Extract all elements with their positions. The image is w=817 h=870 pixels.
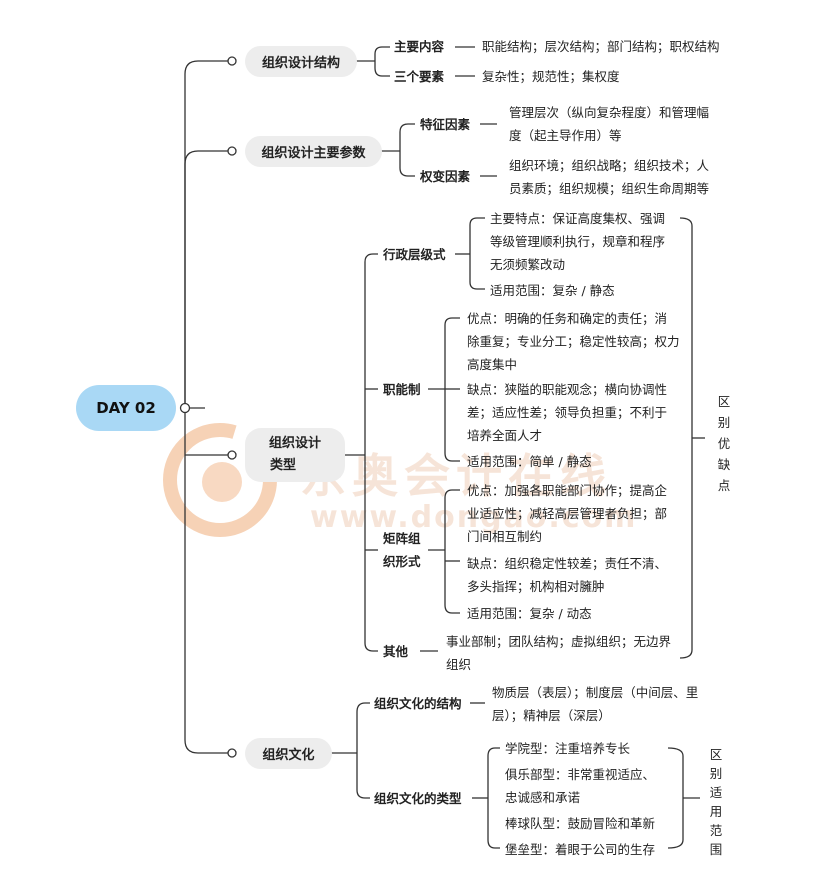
label-feature-factors: 特征因素 — [420, 117, 471, 132]
text-matrix-p3: 门间相互制约 — [467, 529, 543, 544]
node-org-culture[interactable]: 组织文化 — [245, 738, 332, 769]
text-feature-l1: 管理层次（纵向复杂程度）和管理幅 — [509, 105, 710, 120]
label-main-content: 主要内容 — [394, 39, 445, 54]
text-other-l1: 事业部制；团队结构；虚拟组织；无边界 — [446, 634, 672, 649]
text-admin-scope: 适用范围：复杂 / 静态 — [490, 283, 615, 298]
side-s3-3: 缺 — [717, 457, 731, 472]
text-main-content: 职能结构；层次结构；部门结构；职权结构 — [482, 39, 720, 54]
text-matrix-p1: 优点：加强各职能部门协作；提高企 — [467, 483, 668, 498]
text-admin-a3: 无须频繁改动 — [490, 257, 566, 272]
text-type-fortress: 堡垒型：着眼于公司的生存 — [505, 842, 656, 857]
text-func-p3: 高度集中 — [467, 357, 518, 372]
side-label-s4: 区 别 适 用 范 围 — [708, 745, 724, 859]
root-node[interactable]: DAY 02 — [76, 385, 176, 431]
text-feature-l2: 度（起主导作用）等 — [509, 128, 622, 143]
node-org-design-types-l1: 组织设计 — [268, 436, 321, 451]
label-matrix-l2: 织形式 — [383, 554, 421, 569]
text-matrix-p2: 业适应性；减轻高层管理者负担；部 — [467, 506, 668, 521]
side-s4-1: 别 — [709, 766, 723, 781]
text-culture-structure-l1: 物质层（表层）；制度层（中间层、里 — [492, 685, 699, 700]
text-func-n2: 差；适应性差；领导负担重；不利于 — [467, 405, 668, 420]
watermark-text: 东奥会计在线 — [300, 449, 612, 503]
text-admin-a1: 主要特点：保证高度集权、强调 — [490, 211, 666, 226]
text-three-elements: 复杂性；规范性；集权度 — [482, 69, 620, 84]
label-culture-types: 组织文化的类型 — [374, 791, 462, 806]
side-s3-1: 别 — [717, 415, 731, 430]
node-org-design-types[interactable]: 组织设计 类型 — [245, 428, 345, 482]
text-matrix-n1: 缺点：组织稳定性较差；责任不清、 — [467, 556, 668, 571]
side-s4-3: 用 — [709, 804, 723, 819]
text-type-club-l1: 俱乐部型：非常重视适应、 — [505, 767, 656, 782]
side-s4-2: 适 — [709, 785, 723, 800]
text-type-academy: 学院型：注重培养专长 — [505, 741, 631, 756]
node-org-design-types-l2: 类型 — [270, 458, 297, 473]
label-other: 其他 — [383, 644, 409, 659]
label-three-elements: 三个要素 — [394, 69, 445, 84]
side-s3-4: 点 — [717, 478, 731, 493]
side-s4-4: 范 — [709, 823, 723, 838]
text-func-n3: 培养全面人才 — [467, 428, 543, 443]
side-s3-2: 优 — [717, 436, 731, 451]
text-other-l2: 组织 — [446, 657, 472, 672]
text-func-p1: 优点：明确的任务和确定的责任；消 — [467, 311, 668, 326]
text-type-baseball: 棒球队型：鼓励冒险和革新 — [505, 816, 656, 831]
text-func-scope: 适用范围：简单 / 静态 — [467, 454, 592, 469]
node-org-design-structure[interactable]: 组织设计结构 — [245, 46, 357, 77]
side-s4-0: 区 — [709, 747, 723, 762]
side-s4-5: 围 — [709, 842, 723, 857]
side-label-s3: 区 别 优 缺 点 — [716, 391, 732, 496]
text-contingency-l1: 组织环境；组织战略；组织技术；人 — [509, 158, 710, 173]
text-matrix-scope: 适用范围：复杂 / 动态 — [467, 606, 592, 621]
label-contingency-factors: 权变因素 — [420, 169, 471, 184]
text-func-n1: 缺点：狭隘的职能观念；横向协调性 — [467, 382, 668, 397]
label-culture-structure: 组织文化的结构 — [374, 696, 462, 711]
label-matrix-l1: 矩阵组 — [383, 531, 421, 546]
text-contingency-l2: 员素质；组织规模；组织生命周期等 — [509, 181, 710, 196]
label-admin-hierarchy: 行政层级式 — [383, 247, 446, 262]
side-s3-0: 区 — [717, 394, 731, 409]
watermark-url: www.dongao.com — [310, 500, 638, 535]
label-functional: 职能制 — [383, 382, 421, 397]
text-admin-a2: 等级管理顺利执行，规章和程序 — [490, 234, 666, 249]
text-matrix-n2: 多头指挥；机构相对臃肿 — [467, 579, 605, 594]
text-func-p2: 除重复；专业分工；稳定性较高；权力 — [467, 334, 680, 349]
text-culture-structure-l2: 层）；精神层（深层） — [492, 708, 611, 723]
text-type-club-l2: 忠诚感和承诺 — [505, 790, 581, 805]
node-org-design-params[interactable]: 组织设计主要参数 — [245, 136, 382, 167]
